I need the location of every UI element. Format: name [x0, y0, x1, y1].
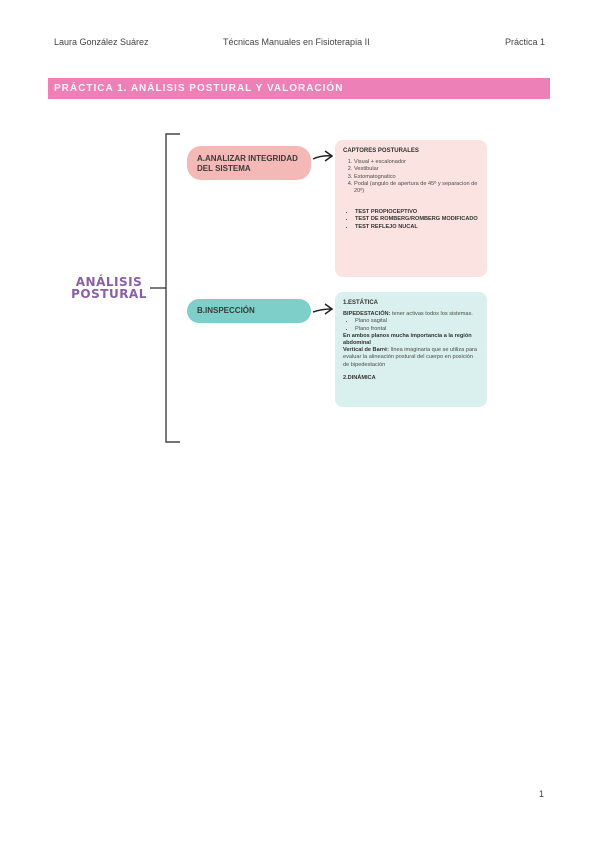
diagram-title: ANÁLISIS POSTURAL	[64, 276, 154, 300]
bipedestacion-paragraph: BIPEDESTACIÓN: tener activas todos los s…	[343, 311, 479, 318]
branch-b-label: B.INSPECCIÓN	[197, 306, 255, 315]
list-item: Estomatognatico	[354, 174, 479, 181]
header-author: Laura González Suárez	[54, 37, 149, 47]
bipedestacion-text: tener activas todos los sistemas.	[390, 311, 473, 318]
arrow-b-head-icon	[324, 303, 334, 315]
header-practice: Práctica 1	[504, 37, 545, 47]
list-item: TEST PROPIOCEPTIVO	[355, 209, 479, 216]
bracket-line	[165, 133, 180, 443]
list-item: Plano frontal	[355, 326, 479, 333]
card-a-heading: CAPTORES POSTURALES	[343, 148, 419, 154]
bipedestacion-label: BIPEDESTACIÓN:	[343, 311, 391, 318]
section-banner: PRÁCTICA 1. ANÁLISIS POSTURAL Y VALORACI…	[48, 78, 550, 99]
tests-list: TEST PROPIOCEPTIVO TEST DE ROMBERG/ROMBE…	[343, 209, 479, 231]
section-title: PRÁCTICA 1. ANÁLISIS POSTURAL Y VALORACI…	[54, 83, 344, 94]
list-item: Podal (angulo de apertura de 45º y separ…	[354, 181, 479, 195]
abdominal-note: En ambos planos mucha importancia a la r…	[343, 332, 472, 347]
branch-a-label-line2: DEL SISTEMA	[197, 164, 251, 173]
vertical-text: línea imaginaria que se utiliza para eva…	[343, 347, 478, 368]
list-item: Visual + escalonador	[354, 159, 479, 166]
list-item: TEST REFLEJO NUCAL	[355, 224, 479, 231]
planes-list: Plano sagital Plano frontal	[343, 318, 479, 332]
header-course: Técnicas Manuales en Fisioterapia II	[223, 37, 370, 47]
branch-b-card: 1.ESTÁTICA BIPEDESTACIÓN: tener activas …	[335, 292, 487, 407]
arrow-a-icon	[312, 155, 332, 160]
branch-a-pill: A.ANALIZAR INTEGRIDAD DEL SISTEMA	[187, 146, 311, 180]
list-item: Vestibular	[354, 166, 479, 173]
arrow-a-head-icon	[324, 150, 334, 162]
page-number: 1	[538, 789, 544, 799]
diagram-title-line2: POSTURAL	[71, 287, 147, 301]
list-item: Plano sagital	[355, 318, 479, 325]
branch-a-label-line1: A.ANALIZAR INTEGRIDAD	[197, 154, 298, 163]
dynamic-heading: 2.DINÁMICA	[343, 374, 376, 381]
list-item: TEST DE ROMBERG/ROMBERG MODIFICADO	[355, 216, 479, 223]
branch-b-pill: B.INSPECCIÓN	[187, 299, 311, 323]
arrow-b-icon	[312, 308, 332, 313]
vertical-paragraph: Vertical de Barré: línea imaginaria que …	[343, 347, 479, 369]
card-b-heading: 1.ESTÁTICA	[343, 300, 379, 306]
vertical-label: Vertical de Barré:	[343, 347, 390, 354]
diagram-title-line1: ANÁLISIS	[75, 275, 143, 289]
captors-list: Visual + escalonador Vestibular Estomato…	[343, 159, 479, 195]
branch-a-card: CAPTORES POSTURALES Visual + escalonador…	[335, 140, 487, 277]
